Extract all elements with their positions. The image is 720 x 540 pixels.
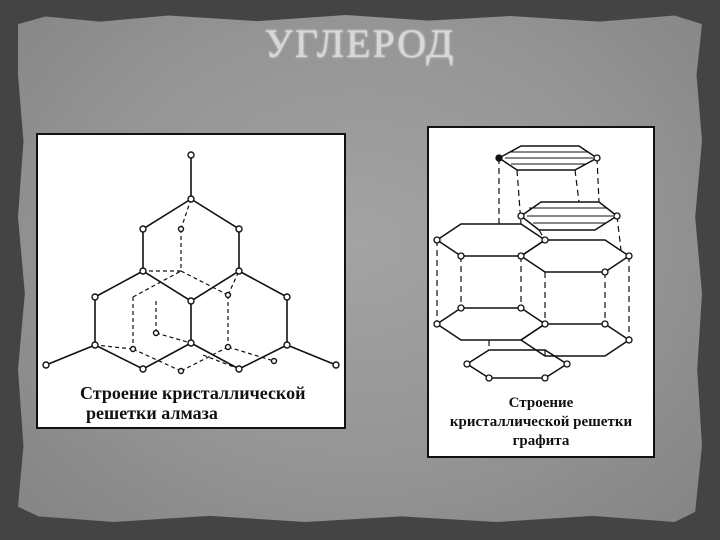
diamond-caption-line2: решетки алмаза: [86, 403, 218, 423]
diamond-caption: Строение кристаллической решетки алмаза: [80, 383, 342, 423]
diamond-panel: Строение кристаллической решетки алмаза: [36, 133, 346, 429]
graphite-caption-line3: графита: [512, 433, 570, 449]
slide-title: УГЛЕРОД: [264, 21, 456, 66]
diamond-caption-line1: Строение кристаллической: [80, 383, 306, 403]
graphite-caption-line2: кристаллической решетки: [449, 414, 633, 430]
diamond-lattice-diagram: [42, 151, 340, 375]
graphite-caption-line1: Строение: [508, 395, 574, 411]
graphite-panel: Строение кристаллической решетки графита: [427, 126, 655, 458]
graphite-lattice-diagram: [433, 145, 633, 382]
graphite-caption: Строение кристаллической решетки графита: [429, 394, 653, 451]
